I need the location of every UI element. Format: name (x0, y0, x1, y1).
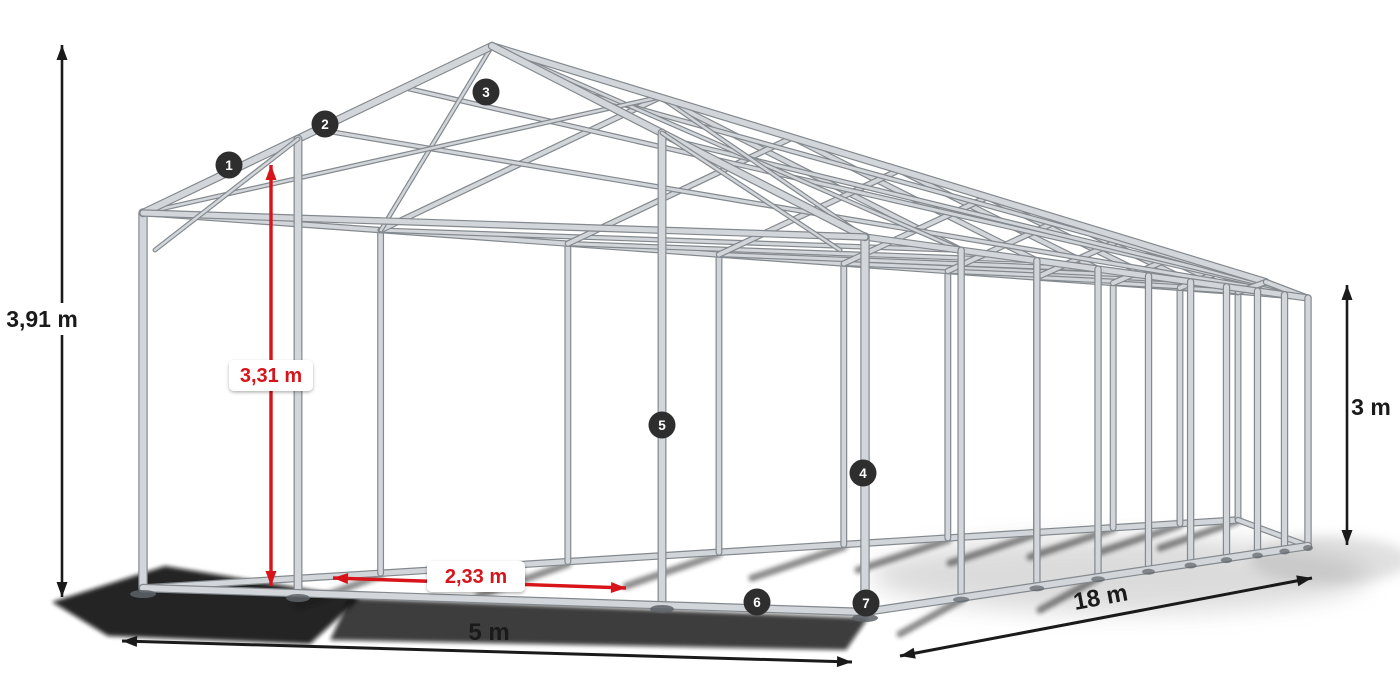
dimension-inner-height: 3,31 m (229, 360, 313, 391)
marker-number: 2 (321, 117, 329, 132)
marker-number: 6 (753, 595, 761, 610)
marker-5[interactable]: 5 (648, 411, 676, 439)
marker-7[interactable]: 7 (852, 589, 880, 617)
dimension-pole-spacing: 2,33 m (427, 561, 525, 592)
side-height-label: 3 m (1351, 394, 1391, 420)
marker-circle (311, 110, 339, 138)
part-markers: 1 2 3 4 5 6 7 (215, 78, 880, 617)
marker-circle (215, 151, 243, 179)
marker-number: 1 (225, 158, 233, 173)
marker-2[interactable]: 2 (311, 110, 339, 138)
marker-4[interactable]: 4 (849, 459, 877, 487)
inner-height-label: 3,31 m (240, 365, 302, 387)
dimension-total-height: 3,91 m (0, 303, 84, 335)
marker-6[interactable]: 6 (743, 588, 771, 616)
marker-number: 3 (482, 85, 490, 100)
pole-spacing-label: 2,33 m (445, 566, 507, 588)
label-mask (0, 303, 84, 335)
dimension-side-height: 3 m (1351, 394, 1391, 420)
ground-shadow (52, 517, 1400, 650)
marker-1[interactable]: 1 (215, 151, 243, 179)
inner-height-pill (229, 360, 313, 391)
marker-number: 7 (862, 596, 870, 611)
width-label: 5 m (468, 619, 509, 646)
marker-circle (852, 589, 880, 617)
marker-number: 5 (658, 418, 666, 433)
pole-spacing-pill (427, 561, 525, 592)
marker-circle (743, 588, 771, 616)
marker-number: 4 (859, 466, 867, 481)
tent-frame (130, 41, 1313, 622)
marker-circle (472, 78, 500, 106)
marker-circle (648, 411, 676, 439)
marker-3[interactable]: 3 (472, 78, 500, 106)
dimension-width: 5 m (468, 619, 509, 646)
marker-circle (849, 459, 877, 487)
total-height-label: 3,91 m (6, 306, 78, 332)
